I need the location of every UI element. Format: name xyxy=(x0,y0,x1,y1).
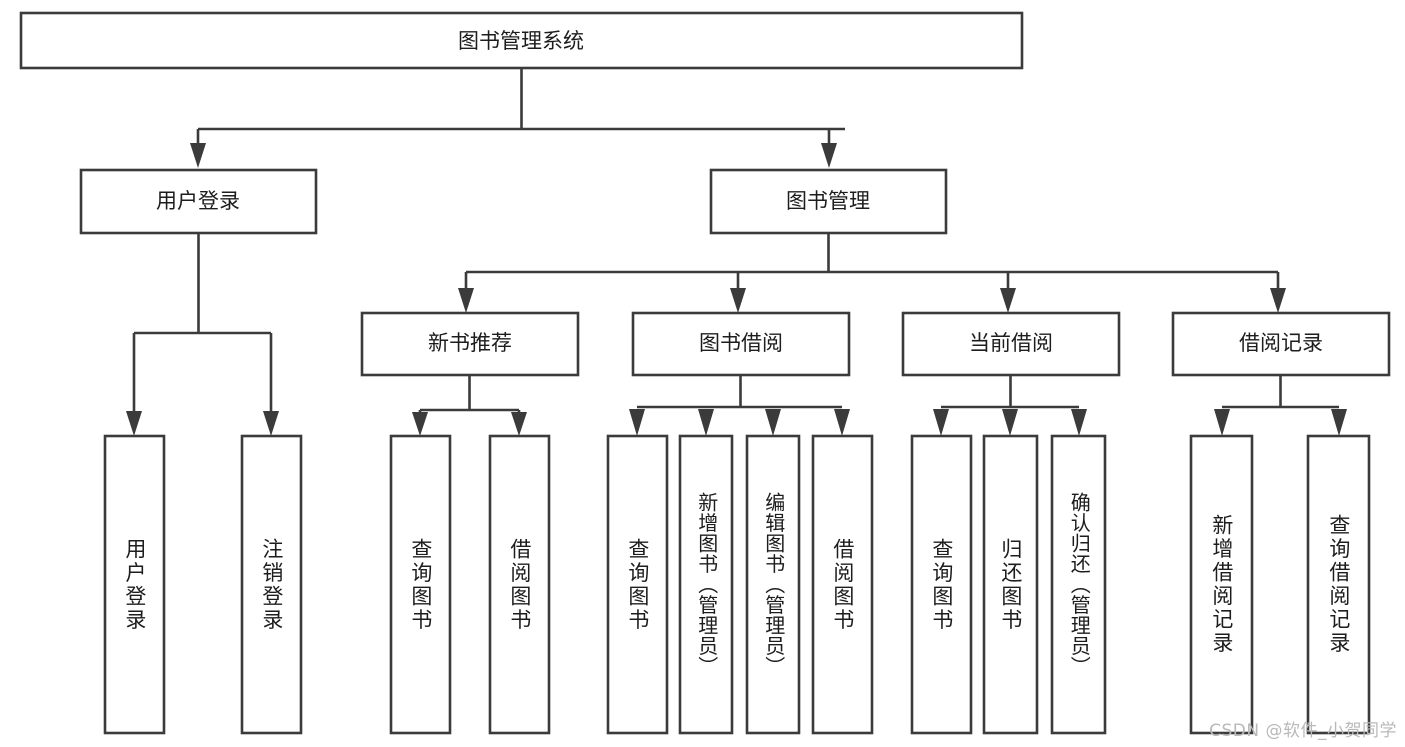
node-borrow-record-box[interactable] xyxy=(1171,311,1391,377)
arrow-bb-leaf-0 xyxy=(629,409,645,436)
node-borrow-record[interactable]: 借阅记录 xyxy=(1171,311,1391,377)
leaf-box-cb-0[interactable] xyxy=(910,434,973,735)
connector-group-user-login xyxy=(126,233,279,436)
leaf-box-user-login-1[interactable] xyxy=(240,434,303,735)
arrow-bm-to-book-borrow xyxy=(730,288,746,313)
connector-group-current-borrow xyxy=(933,375,1087,436)
leaf-box-nbr-0[interactable] xyxy=(389,434,452,735)
node-root-box[interactable] xyxy=(19,11,1024,70)
arrow-br-leaf-0 xyxy=(1214,409,1230,436)
leaf-box-bb-0[interactable] xyxy=(606,434,669,735)
leaf-box-bb-1[interactable] xyxy=(678,434,734,735)
node-current-borrow-label: 当前借阅 xyxy=(969,331,1053,355)
arrow-cb-leaf-1 xyxy=(1002,409,1018,436)
node-book-manage[interactable]: 图书管理 xyxy=(709,168,948,235)
node-book-manage-box[interactable] xyxy=(709,168,948,235)
connector-group-borrow-record xyxy=(1214,375,1347,436)
arrow-cb-leaf-0 xyxy=(933,409,949,436)
arrow-bb-leaf-3 xyxy=(834,409,850,436)
arrow-bb-leaf-1 xyxy=(698,409,714,436)
arrow-bm-to-new-book xyxy=(458,288,474,313)
arrow-user-login-leaf-0 xyxy=(126,411,142,436)
connector-group-book-borrow xyxy=(629,375,850,436)
leaf-box-br-0[interactable] xyxy=(1189,434,1254,735)
leaf-box-user-login-0[interactable] xyxy=(103,434,166,735)
arrow-br-leaf-1 xyxy=(1331,409,1347,436)
node-book-borrow[interactable]: 图书借阅 xyxy=(631,311,851,377)
node-user-login-box[interactable] xyxy=(79,168,318,235)
node-current-borrow[interactable]: 当前借阅 xyxy=(901,311,1121,377)
arrow-user-login-leaf-1 xyxy=(263,411,279,436)
arrow-bm-to-borrow-record xyxy=(1270,288,1286,313)
node-new-book-recommend-box[interactable] xyxy=(360,311,580,377)
connector-group-book-manage xyxy=(458,233,1286,313)
node-user-login-label: 用户登录 xyxy=(156,189,240,213)
arrow-root-to-user-login xyxy=(190,143,206,168)
arrow-root-to-book-manage xyxy=(821,143,837,168)
arrow-nbr-leaf-0 xyxy=(412,412,428,436)
connector-group-root xyxy=(190,68,845,168)
arrow-cb-leaf-2 xyxy=(1071,409,1087,436)
leaf-box-bb-3[interactable] xyxy=(811,434,874,735)
node-book-manage-label: 图书管理 xyxy=(786,189,870,213)
connector-group-new-book-recommend xyxy=(412,375,527,436)
arrow-nbr-leaf-1 xyxy=(511,412,527,436)
node-book-borrow-box[interactable] xyxy=(631,311,851,377)
leaf-box-br-1[interactable] xyxy=(1306,434,1371,735)
node-book-borrow-label: 图书借阅 xyxy=(699,331,783,355)
node-current-borrow-box[interactable] xyxy=(901,311,1121,377)
node-root[interactable]: 图书管理系统 xyxy=(19,11,1024,70)
node-root-label: 图书管理系统 xyxy=(458,29,584,53)
arrow-bb-leaf-2 xyxy=(765,409,781,436)
node-borrow-record-label: 借阅记录 xyxy=(1239,331,1323,355)
node-new-book-recommend[interactable]: 新书推荐 xyxy=(360,311,580,377)
leaf-box-nbr-1[interactable] xyxy=(488,434,551,735)
leaf-box-cb-2[interactable] xyxy=(1050,434,1107,735)
leaf-box-bb-2[interactable] xyxy=(745,434,801,735)
node-new-book-recommend-label: 新书推荐 xyxy=(428,331,512,355)
node-user-login[interactable]: 用户登录 xyxy=(79,168,318,235)
arrow-bm-to-current-borrow xyxy=(1000,288,1016,313)
leaf-box-cb-1[interactable] xyxy=(982,434,1039,735)
